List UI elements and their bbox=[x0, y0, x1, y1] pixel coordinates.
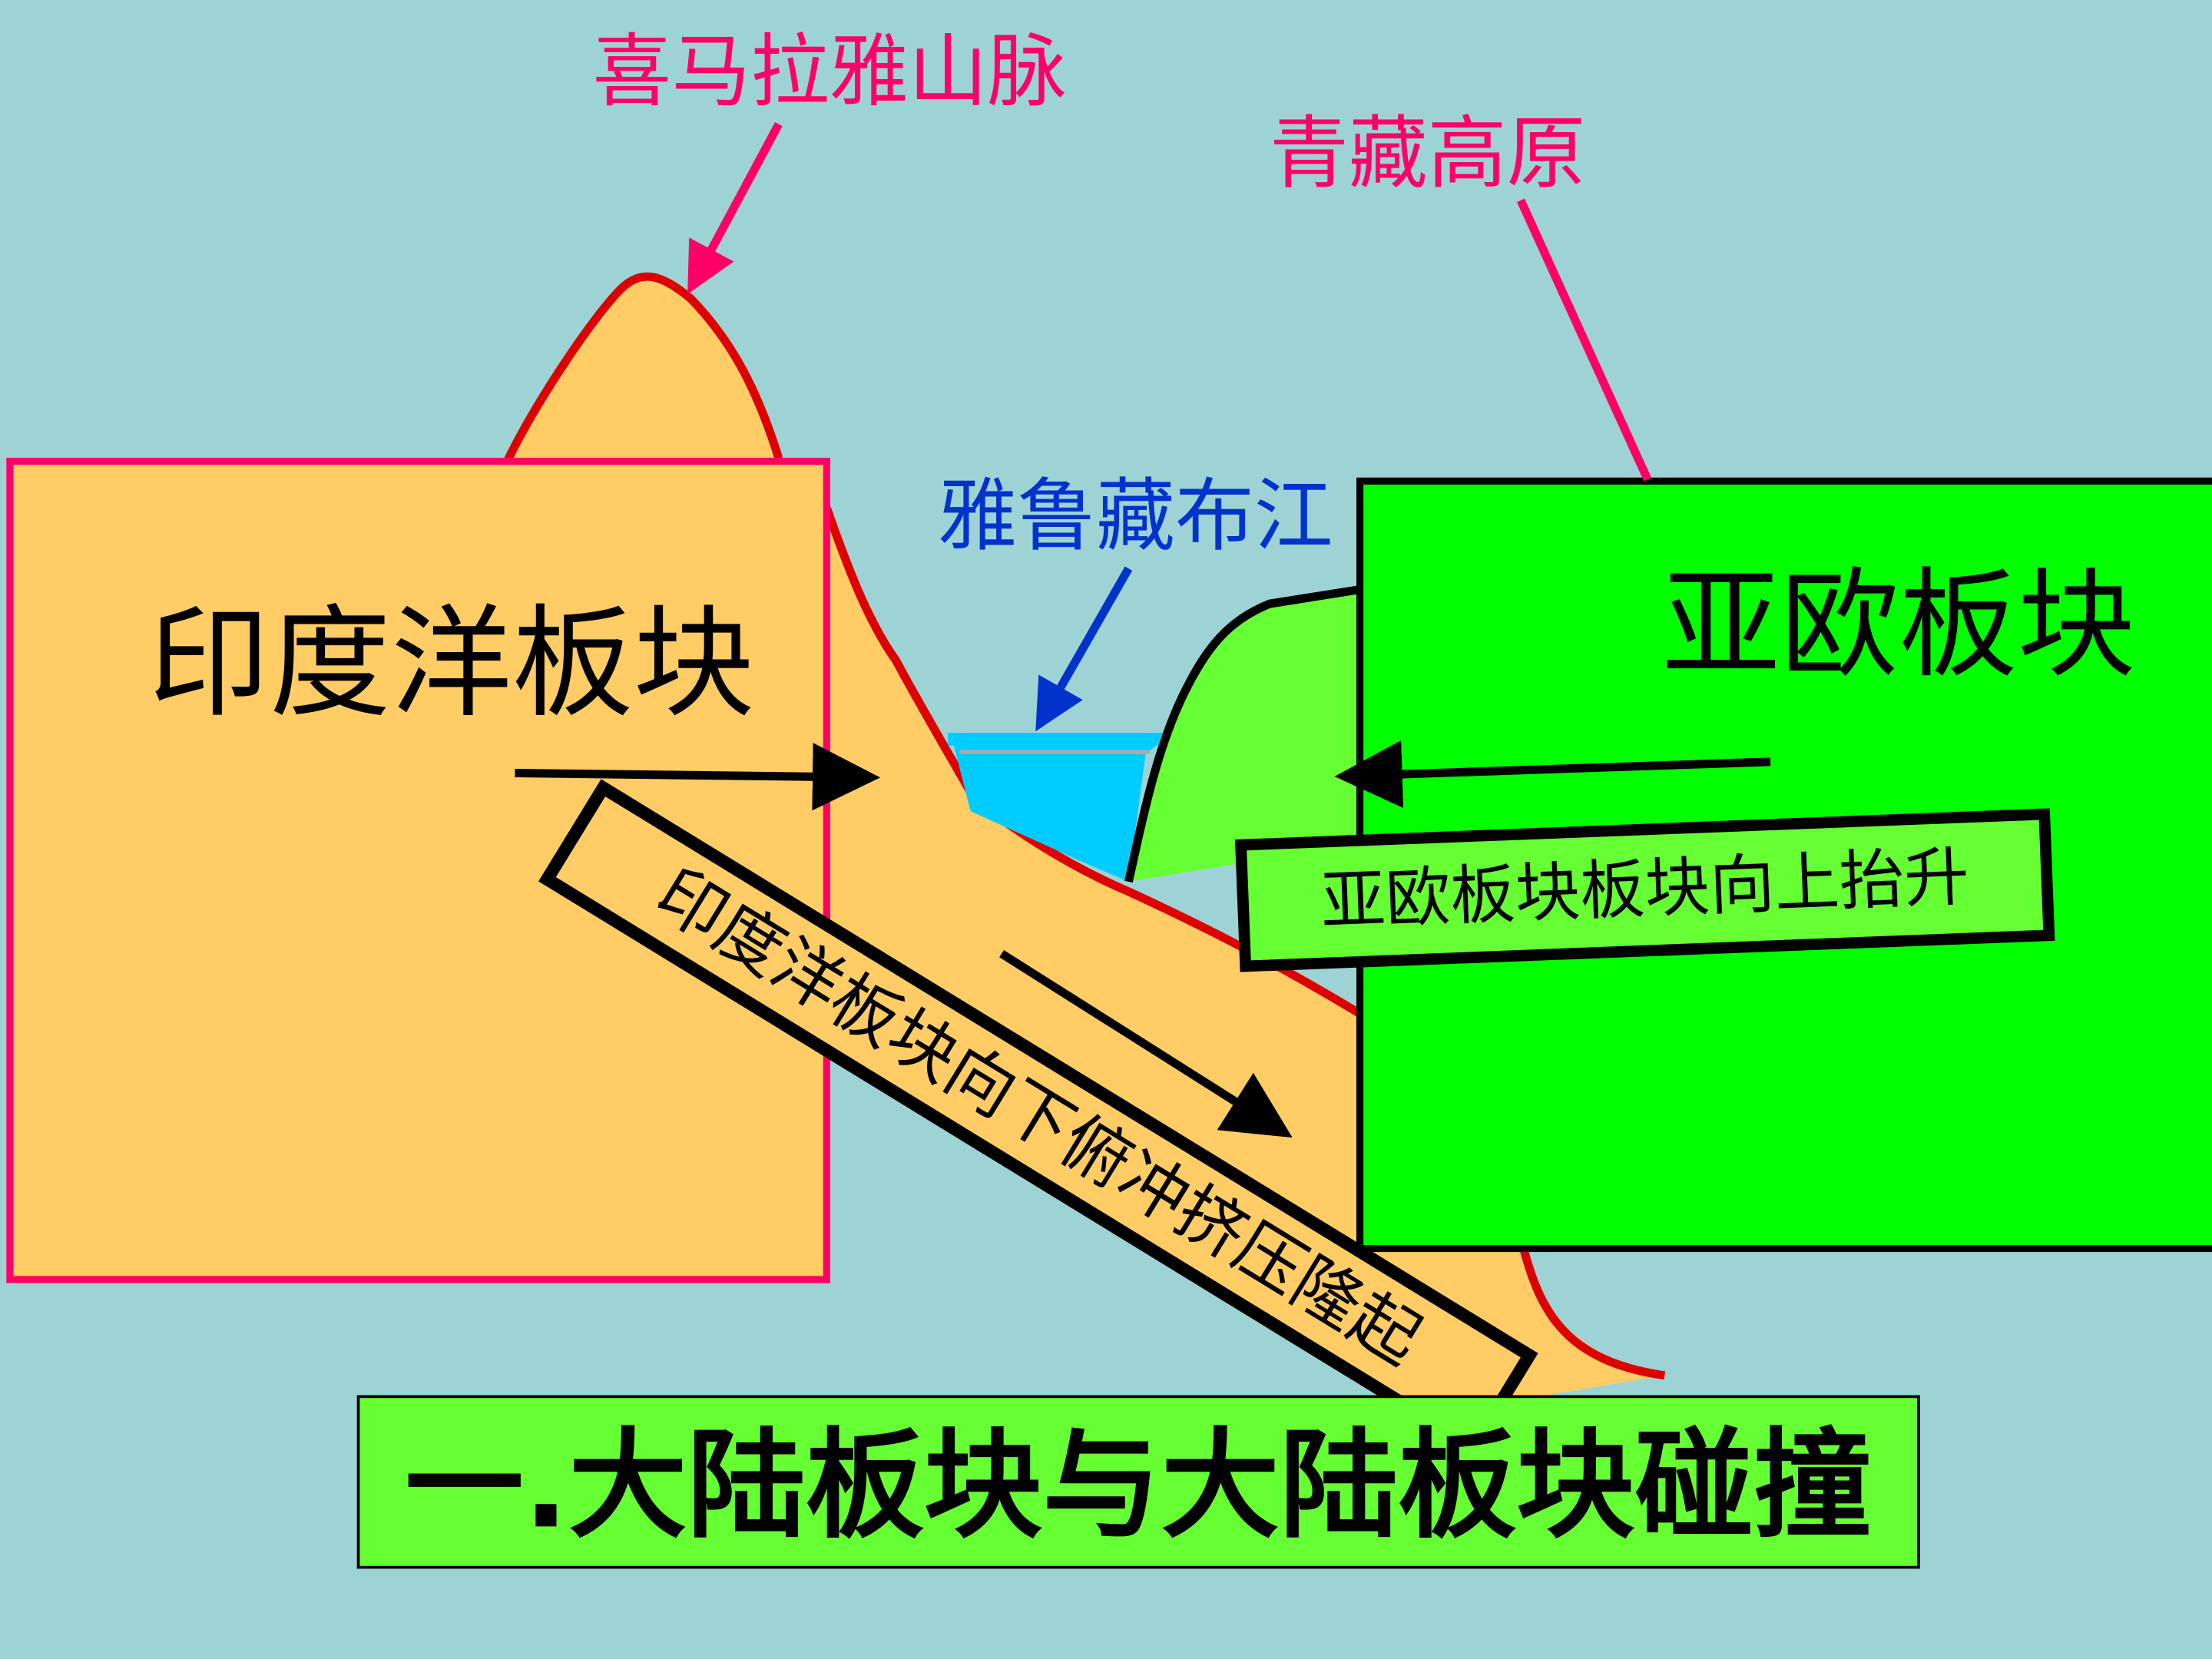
indian-plate-label: 印度洋板块 bbox=[148, 593, 755, 734]
subduction-arrow bbox=[999, 949, 1293, 1138]
river-pointer-arrow bbox=[1035, 566, 1133, 732]
plateau-pointer-line bbox=[1516, 198, 1652, 482]
lower-outline bbox=[1519, 1247, 1666, 1380]
title-text: 一.大陆板块与大陆板块碰撞 bbox=[405, 1417, 1872, 1555]
yarlung-tsangpo-label: 雅鲁藏布江 bbox=[938, 471, 1333, 562]
yarlung-tsangpo-river bbox=[952, 739, 1164, 882]
title-box bbox=[356, 1395, 1920, 1569]
tibet-plateau-hill bbox=[1128, 589, 1359, 882]
mountain-outline bbox=[504, 272, 783, 462]
plateau-outline bbox=[1124, 585, 1359, 883]
indian-plate-motion-arrow bbox=[515, 743, 881, 811]
tibet-plateau-label: 青藏高原 bbox=[1270, 108, 1585, 200]
himalaya-label: 喜马拉雅山脉 bbox=[592, 27, 1066, 118]
uplift-note-box: 亚欧板块板块向上抬升 bbox=[1234, 808, 2055, 972]
eurasian-plate-label: 亚欧板块 bbox=[1662, 557, 2136, 694]
himalaya-pointer-arrow bbox=[687, 122, 783, 295]
eurasian-plate-motion-arrow bbox=[1334, 740, 1771, 809]
